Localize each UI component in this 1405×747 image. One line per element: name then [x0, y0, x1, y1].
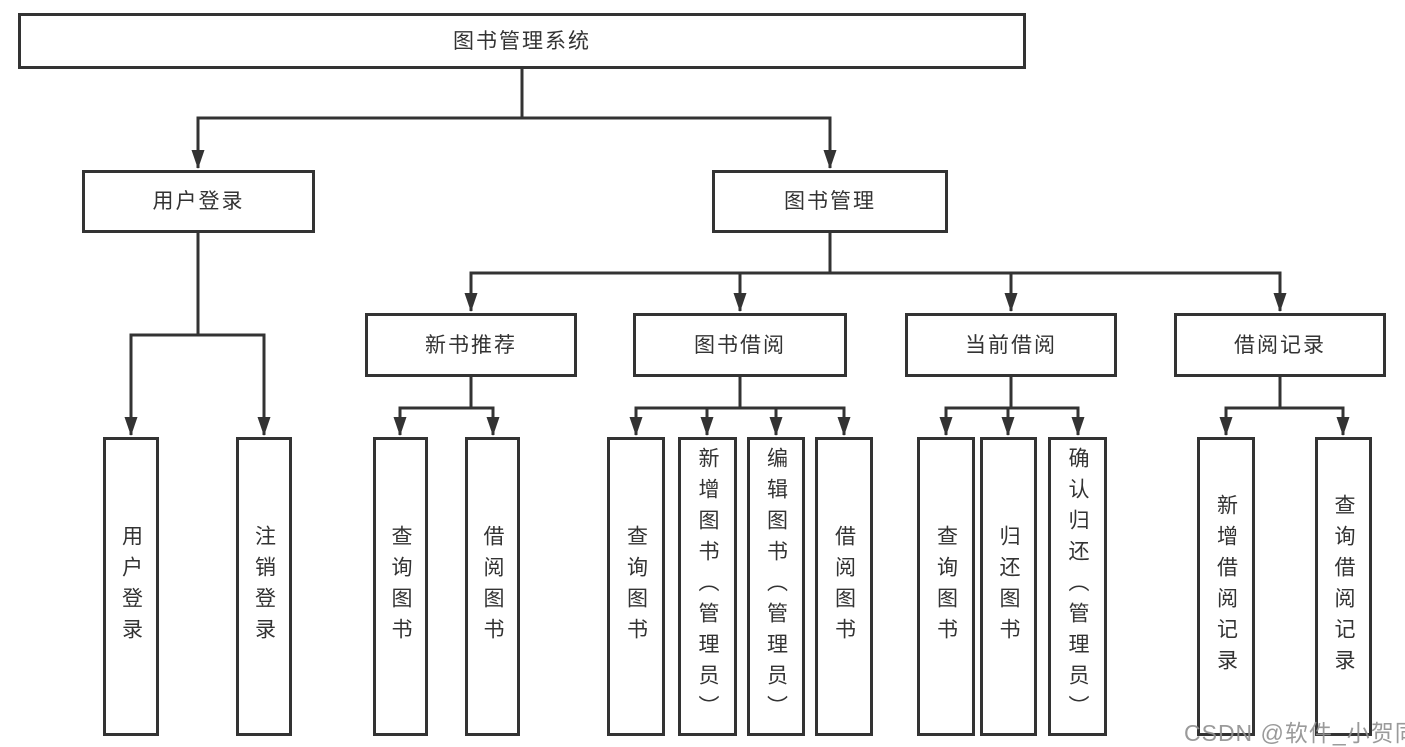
- leaf-edit-books-admin: 编辑图书（管理员）: [747, 437, 805, 736]
- leaf-query-borrow-record: 查询借阅记录: [1315, 437, 1372, 736]
- leaf-borrow-books-recommend-label: 借阅图书: [481, 524, 504, 649]
- leaf-query-books-borrowing: 查询图书: [607, 437, 665, 736]
- leaf-query-books-recommend: 查询图书: [373, 437, 428, 736]
- leaf-query-books-current: 查询图书: [917, 437, 975, 736]
- node-new-book-recommend: 新书推荐: [365, 313, 577, 377]
- leaf-borrow-books-label: 借阅图书: [832, 524, 856, 649]
- node-borrowing-records: 借阅记录: [1174, 313, 1386, 377]
- leaf-query-books-recommend-label: 查询图书: [389, 524, 412, 649]
- node-library-management-system: 图书管理系统: [18, 13, 1026, 69]
- leaf-query-books-borrowing-label: 查询图书: [624, 524, 648, 649]
- leaf-return-books-label: 归还图书: [997, 524, 1020, 649]
- node-book-borrowing: 图书借阅: [633, 313, 847, 377]
- leaf-add-borrow-record: 新增借阅记录: [1197, 437, 1255, 736]
- leaf-user-login: 用户登录: [103, 437, 159, 736]
- node-user-login: 用户登录: [82, 170, 315, 233]
- leaf-query-books-current-label: 查询图书: [934, 524, 958, 649]
- leaf-logout: 注销登录: [236, 437, 292, 736]
- leaf-confirm-return-admin: 确认归还（管理员）: [1048, 437, 1107, 736]
- leaf-borrow-books: 借阅图书: [815, 437, 873, 736]
- leaf-query-borrow-record-label: 查询借阅记录: [1332, 493, 1355, 680]
- leaf-edit-books-admin-label: 编辑图书（管理员）: [764, 447, 788, 726]
- leaf-confirm-return-admin-label: 确认归还（管理员）: [1066, 447, 1089, 726]
- node-book-management: 图书管理: [712, 170, 948, 233]
- watermark-csdn: CSDN @软件_小贺同学: [1184, 720, 1405, 746]
- leaf-add-books-admin: 新增图书（管理员）: [678, 437, 737, 736]
- leaf-add-borrow-record-label: 新增借阅记录: [1214, 493, 1238, 680]
- leaf-user-login-label: 用户登录: [119, 524, 143, 649]
- leaf-add-books-admin-label: 新增图书（管理员）: [696, 447, 719, 726]
- leaf-logout-label: 注销登录: [252, 524, 276, 649]
- node-current-borrowing: 当前借阅: [905, 313, 1117, 377]
- leaf-borrow-books-recommend: 借阅图书: [465, 437, 520, 736]
- leaf-return-books: 归还图书: [980, 437, 1037, 736]
